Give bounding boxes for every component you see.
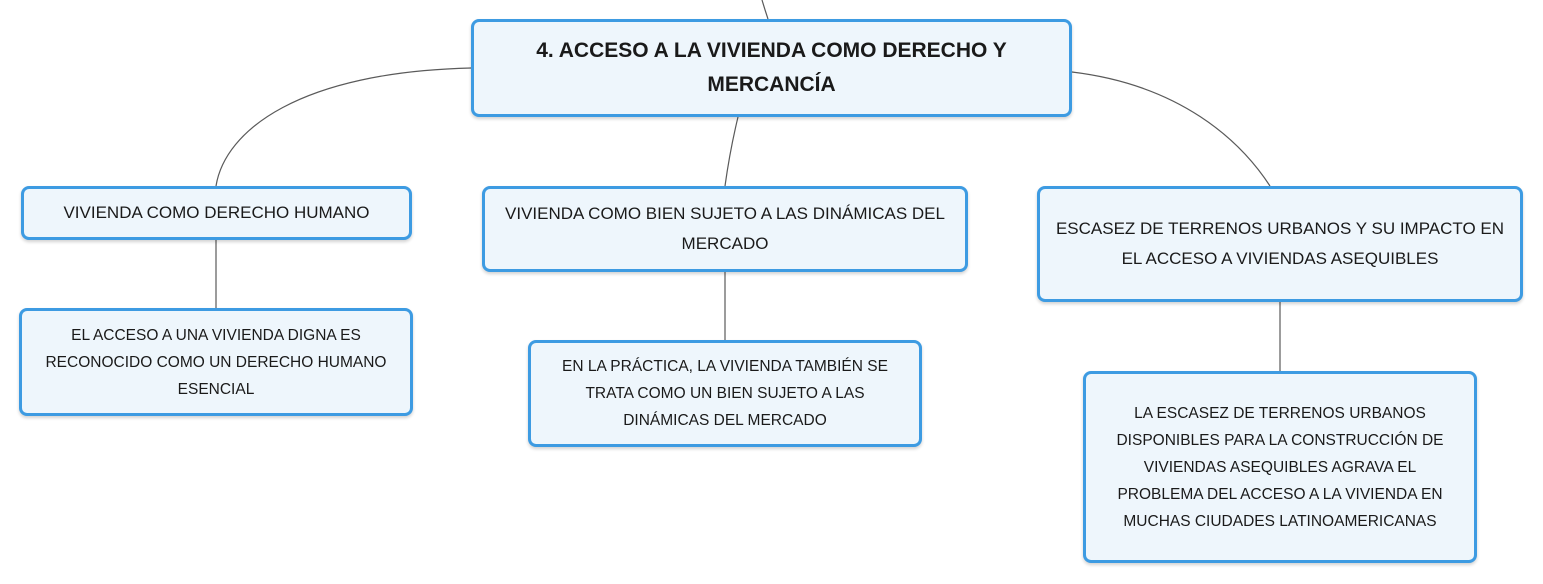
connector-parent-to-root	[761, 0, 769, 20]
connector-root-to-branch-2	[724, 116, 739, 187]
branch-topic-land-scarcity[interactable]: ESCASEZ DE TERRENOS URBANOS Y SU IMPACTO…	[1037, 186, 1523, 302]
subtopic-human-right-detail[interactable]: EL ACCESO A UNA VIVIENDA DIGNA ES RECONO…	[19, 308, 413, 416]
branch-topic-label: VIVIENDA COMO BIEN SUJETO A LAS DINÁMICA…	[505, 204, 945, 253]
connector-root-to-branch-3	[1071, 71, 1271, 187]
root-topic-label: 4. ACCESO A LA VIVIENDA COMO DERECHO Y M…	[536, 39, 1007, 96]
root-topic-node[interactable]: 4. ACCESO A LA VIVIENDA COMO DERECHO Y M…	[471, 19, 1072, 117]
subtopic-label: EL ACCESO A UNA VIVIENDA DIGNA ES RECONO…	[45, 326, 387, 398]
branch-topic-label: ESCASEZ DE TERRENOS URBANOS Y SU IMPACTO…	[1055, 219, 1505, 268]
subtopic-label: EN LA PRÁCTICA, LA VIVIENDA TAMBIÉN SE T…	[562, 358, 888, 429]
subtopic-land-scarcity-detail[interactable]: LA ESCASEZ DE TERRENOS URBANOS DISPONIBL…	[1083, 371, 1477, 563]
branch-topic-human-right[interactable]: VIVIENDA COMO DERECHO HUMANO	[21, 186, 412, 240]
connector-root-to-branch-1	[215, 67, 472, 187]
subtopic-label: LA ESCASEZ DE TERRENOS URBANOS DISPONIBL…	[1116, 404, 1444, 530]
subtopic-market-good-detail[interactable]: EN LA PRÁCTICA, LA VIVIENDA TAMBIÉN SE T…	[528, 340, 922, 447]
branch-topic-label: VIVIENDA COMO DERECHO HUMANO	[63, 203, 370, 222]
branch-topic-market-good[interactable]: VIVIENDA COMO BIEN SUJETO A LAS DINÁMICA…	[482, 186, 968, 272]
